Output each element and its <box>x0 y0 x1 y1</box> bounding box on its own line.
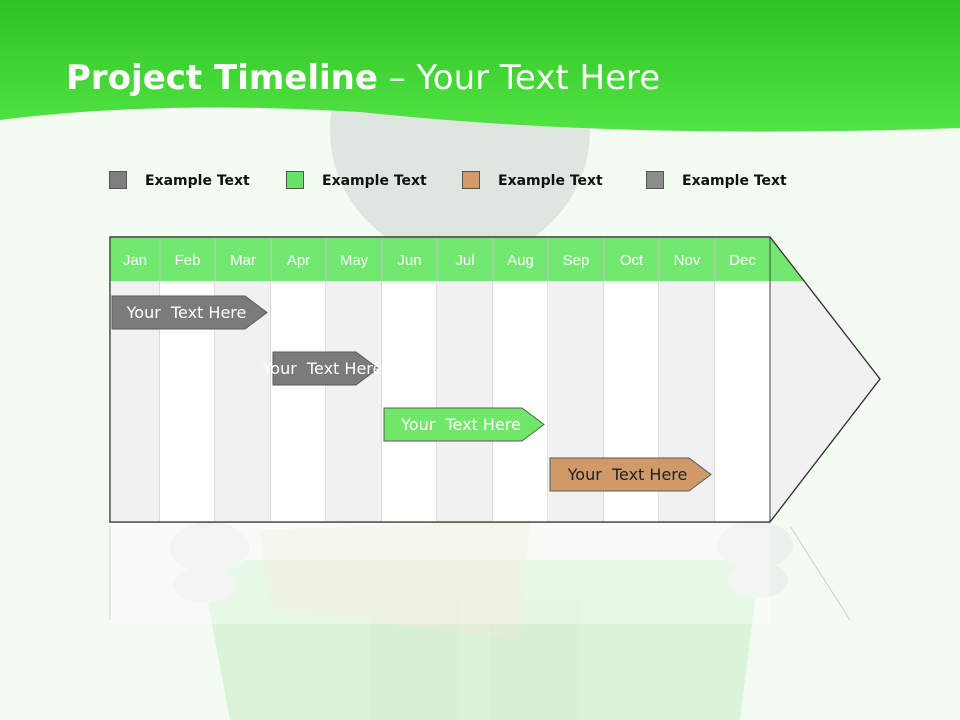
month-label: Aug <box>507 252 534 269</box>
month-label: Mar <box>230 252 256 269</box>
task-label: Your Text Here <box>262 359 383 378</box>
legend-swatch <box>646 171 664 189</box>
reflection-edge <box>789 525 851 621</box>
month-label: Jan <box>123 252 147 269</box>
header-banner <box>0 0 960 132</box>
month-header-strip <box>110 237 805 281</box>
task-bar <box>549 457 712 492</box>
month-column <box>326 281 382 522</box>
month-label: Sep <box>563 252 590 269</box>
legend-swatch <box>286 171 304 189</box>
legend-label: Example Text <box>498 173 603 189</box>
task-label: Your Text Here <box>400 415 521 434</box>
legend-swatch <box>462 171 480 189</box>
month-label: Feb <box>175 252 201 269</box>
month-label: May <box>340 252 369 269</box>
month-column <box>493 281 548 522</box>
month-label: Nov <box>674 252 701 269</box>
month-column <box>382 281 437 522</box>
task-label: Your Text Here <box>126 303 247 322</box>
month-label: Oct <box>620 252 644 269</box>
month-label: Dec <box>729 252 756 269</box>
month-label: Jul <box>455 252 474 269</box>
month-label: Jun <box>397 252 421 269</box>
legend-label: Example Text <box>145 173 250 189</box>
timeline-reflection <box>110 524 770 624</box>
month-column <box>271 281 326 522</box>
task-bar <box>383 407 545 442</box>
legend-label: Example Text <box>682 173 787 189</box>
title-rest: – Your Text Here <box>377 58 661 98</box>
month-column <box>437 281 493 522</box>
task-bar <box>272 351 379 386</box>
legend-swatch <box>109 171 127 189</box>
legend-label: Example Text <box>322 173 427 189</box>
task-bar <box>111 295 268 330</box>
title-bold: Project Timeline <box>66 58 378 98</box>
task-label: Your Text Here <box>567 465 688 484</box>
page-title: Project Timeline – Your Text Here <box>66 58 660 98</box>
timeline-arrow-outline <box>109 236 881 523</box>
month-label: Apr <box>287 252 310 269</box>
month-column <box>715 281 770 522</box>
